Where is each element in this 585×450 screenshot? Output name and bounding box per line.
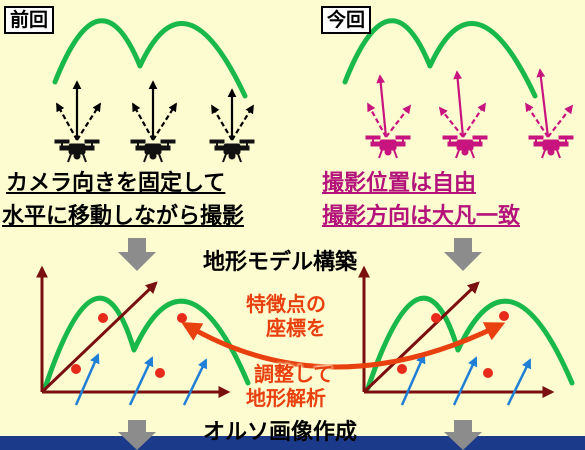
adjustment-text-line1: 特徴点の [246, 292, 326, 316]
flow-arrow-right-2 [444, 420, 482, 450]
flow-arrow-left-2 [118, 420, 156, 450]
step-ortho-image: オルソ画像作成 [203, 420, 358, 445]
view-arrows-before [56, 80, 254, 141]
terrain-curve-now [342, 18, 538, 99]
caption-before-line1: カメラ向きを固定して [6, 171, 226, 196]
terrain-curve-before [52, 18, 248, 99]
adjustment-text-line2: 座標を [266, 316, 326, 340]
view-arrows-model-right [400, 353, 532, 406]
drone-icon-before-2 [130, 139, 176, 163]
view-arrows-now [367, 68, 574, 138]
panel-label-now: 今回 [321, 6, 372, 34]
drone-icon-now-3 [528, 135, 574, 159]
flow-arrow-left-1 [118, 238, 156, 271]
flow-arrow-right-1 [444, 238, 482, 271]
caption-now-line2: 撮影方向は大凡一致 [322, 204, 521, 229]
drone-icon-now-1 [365, 135, 411, 159]
adjustment-text-line4: 地形解析 [246, 386, 326, 410]
adjustment-arrow [181, 322, 506, 370]
caption-before-line2: 水平に移動しながら撮影 [2, 204, 245, 229]
drone-icon-before-1 [54, 139, 100, 163]
feature-points-right [397, 311, 509, 378]
terrain-curve-model-left [42, 295, 251, 391]
panel-label-before: 前回 [4, 6, 55, 34]
step-terrain-model: 地形モデル構築 [203, 250, 358, 275]
terrain-curve-model-right [365, 295, 575, 391]
drone-icon-now-2 [442, 135, 488, 159]
drone-icon-before-3 [209, 139, 255, 163]
feature-points-left [71, 313, 187, 378]
view-arrows-model-left [74, 353, 208, 406]
adjustment-text-line3: 調整して [254, 362, 334, 386]
caption-now-line1: 撮影位置は自由 [322, 171, 477, 196]
